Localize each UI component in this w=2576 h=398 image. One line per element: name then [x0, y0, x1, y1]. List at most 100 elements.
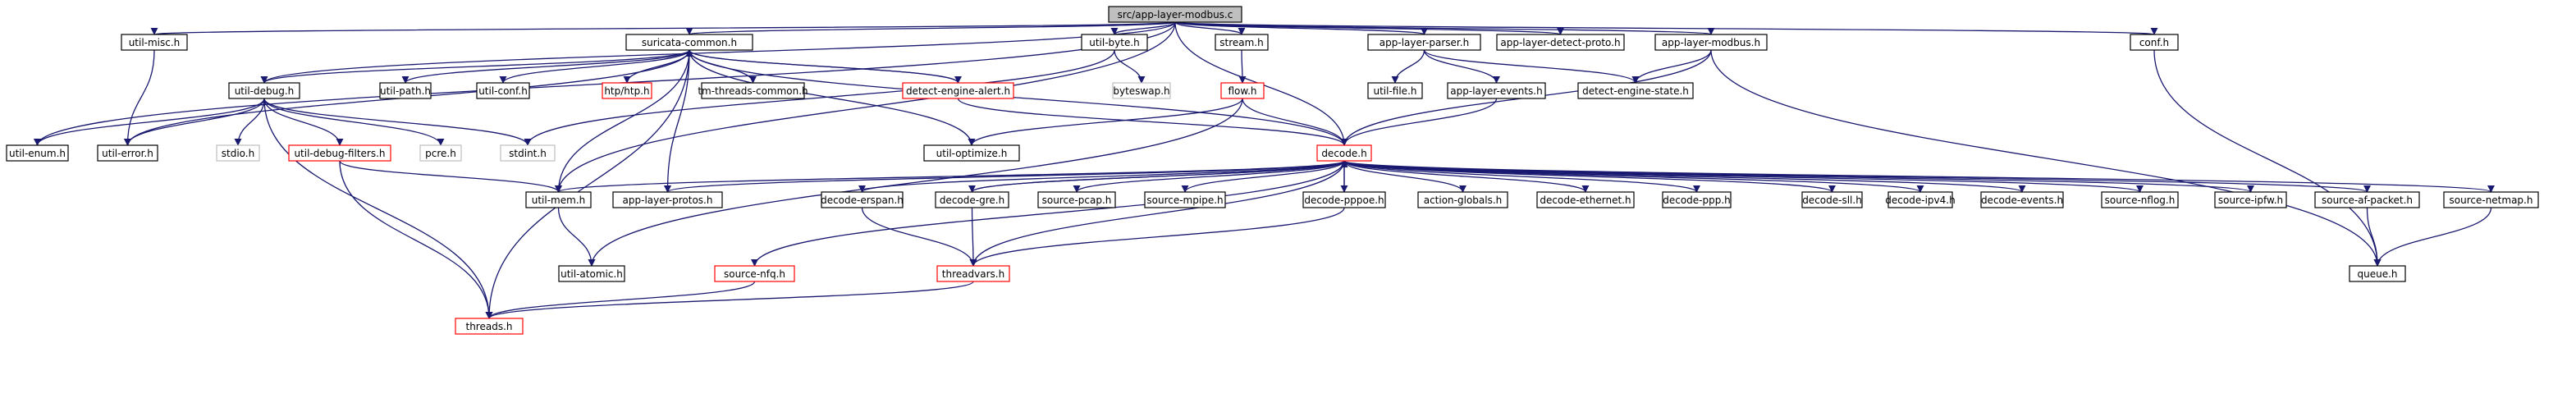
node-source-nflog[interactable]: source-nflog.h: [2101, 191, 2179, 208]
node-source-af-packet[interactable]: source-af-packet.h: [2314, 191, 2420, 208]
node-util-file[interactable]: util-file.h: [1367, 82, 1423, 99]
node-box: [419, 144, 462, 162]
edge-source-nfq-to-threads: [485, 281, 756, 319]
dependency-edges: [34, 21, 2495, 319]
edge-decode-gre-to-threadvars: [969, 207, 977, 267]
edge-app-layer-parser-to-detect-engine-state: [1423, 49, 1640, 84]
edge-root-to-conf: [1174, 21, 2157, 35]
node-label: queue.h: [2357, 268, 2397, 280]
node-label: util-error.h: [102, 148, 153, 159]
node-flow[interactable]: flow.h: [1220, 82, 1265, 99]
node-util-error[interactable]: util-error.h: [97, 144, 158, 162]
node-label: decode-pppoe.h: [1304, 194, 1384, 206]
node-tm-threads-common[interactable]: tm-threads-common.h: [698, 82, 808, 99]
node-app-layer-parser[interactable]: app-layer-parser.h: [1367, 34, 1481, 51]
node-util-debug-filters[interactable]: util-debug-filters.h: [288, 144, 391, 162]
edge-util-mem-to-util-atomic: [557, 207, 596, 267]
edge-util-debug-to-pcre: [263, 98, 445, 146]
node-util-misc[interactable]: util-misc.h: [121, 34, 188, 51]
node-label: action-globals.h: [1424, 194, 1503, 206]
node-source-mpipe[interactable]: source-mpipe.h: [1144, 191, 1226, 208]
node-box: [2214, 191, 2287, 208]
node-box: [936, 265, 1010, 282]
node-app-layer-events[interactable]: app-layer-events.h: [1447, 82, 1546, 99]
node-threadvars[interactable]: threadvars.h: [936, 265, 1010, 282]
node-label: detect-engine-state.h: [1582, 85, 1689, 97]
edge-decode-to-suricata-common: [685, 49, 1345, 146]
edge-decode-to-decode-ipv4: [1343, 160, 1924, 193]
node-decode-gre[interactable]: decode-gre.h: [935, 191, 1009, 208]
edge-app-layer-events-to-decode: [1340, 98, 1498, 146]
node-decode-ppp[interactable]: decode-ppp.h: [1662, 191, 1732, 208]
node-util-atomic[interactable]: util-atomic.h: [558, 265, 625, 282]
node-source-netmap[interactable]: source-netmap.h: [2443, 191, 2539, 208]
node-source-nfq[interactable]: source-nfq.h: [714, 265, 795, 282]
edge-detect-engine-alert-to-suricata-common: [685, 49, 959, 84]
node-util-debug[interactable]: util-debug.h: [228, 82, 300, 99]
node-decode-erspan[interactable]: decode-erspan.h: [821, 191, 904, 208]
node-stream[interactable]: stream.h: [1215, 34, 1269, 51]
node-source-pcap[interactable]: source-pcap.h: [1037, 191, 1116, 208]
node-suricata-common[interactable]: suricata-common.h: [625, 34, 753, 51]
node-util-mem[interactable]: util-mem.h: [525, 191, 592, 208]
node-box: [228, 82, 300, 99]
edge-source-netmap-to-queue: [2373, 207, 2492, 267]
edge-decode-to-source-pcap: [1073, 160, 1345, 193]
node-util-byte[interactable]: util-byte.h: [1081, 34, 1148, 51]
node-source-ipfw[interactable]: source-ipfw.h: [2214, 191, 2287, 208]
node-box: [1108, 6, 1242, 23]
node-label: source-pcap.h: [1042, 194, 1112, 206]
edge-suricata-common-to-util-optimize: [689, 49, 976, 146]
node-queue[interactable]: queue.h: [2349, 265, 2406, 282]
node-box: [1887, 191, 1953, 208]
node-conf[interactable]: conf.h: [2130, 34, 2179, 51]
node-label: byteswap.h: [1113, 85, 1169, 97]
edge-util-byte-to-stdint: [524, 49, 1115, 146]
node-box: [525, 191, 592, 208]
edge-decode-to-action-globals: [1343, 160, 1466, 193]
node-app-layer-detect-proto[interactable]: app-layer-detect-proto.h: [1496, 34, 1625, 51]
edge-conf-to-queue: [2153, 49, 2382, 267]
node-decode-sll[interactable]: decode-sll.h: [1801, 191, 1863, 208]
node-label: conf.h: [2139, 37, 2169, 48]
edge-decode-to-threadvars: [969, 160, 1345, 267]
node-label: decode-ethernet.h: [1540, 194, 1631, 206]
edge-root-to-suricata-common: [686, 21, 1176, 35]
node-util-enum[interactable]: util-enum.h: [6, 144, 69, 162]
node-label: util-enum.h: [9, 148, 66, 159]
node-app-layer-modbus[interactable]: app-layer-modbus.h: [1654, 34, 1768, 51]
node-util-conf[interactable]: util-conf.h: [476, 82, 530, 99]
node-label: htp/htp.h: [604, 85, 649, 97]
node-box: [1215, 34, 1269, 51]
node-util-path[interactable]: util-path.h: [379, 82, 432, 99]
node-threads[interactable]: threads.h: [455, 318, 524, 335]
edge-source-af-packet-to-queue: [2366, 207, 2382, 267]
edge-suricata-common-to-util-debug: [260, 49, 690, 84]
node-box: [121, 34, 188, 51]
edge-root-to-util-byte: [1110, 21, 1176, 35]
node-htp[interactable]: htp/htp.h: [602, 82, 652, 99]
edge-decode-to-source-netmap: [1343, 160, 2495, 193]
edge-util-debug-to-util-enum: [34, 98, 265, 146]
node-decode-ipv4[interactable]: decode-ipv4.h: [1885, 191, 1956, 208]
node-decode-ethernet[interactable]: decode-ethernet.h: [1536, 191, 1635, 208]
edge-flow-to-decode: [1242, 98, 1348, 146]
node-box: [1144, 191, 1226, 208]
node-util-optimize[interactable]: util-optimize.h: [923, 144, 1020, 162]
node-box: [1577, 82, 1694, 99]
node-decode[interactable]: decode.h: [1316, 144, 1372, 162]
node-label: decode-sll.h: [1802, 194, 1862, 206]
node-box: [714, 265, 795, 282]
edge-root-to-util-misc: [151, 21, 1176, 35]
node-action-globals[interactable]: action-globals.h: [1417, 191, 1508, 208]
node-decode-events[interactable]: decode-events.h: [1980, 191, 2064, 208]
node-detect-engine-state[interactable]: detect-engine-state.h: [1577, 82, 1694, 99]
node-label: util-file.h: [1373, 85, 1416, 97]
node-label: app-layer-protos.h: [623, 194, 713, 206]
node-label: util-debug-filters.h: [294, 148, 385, 159]
node-app-layer-protos[interactable]: app-layer-protos.h: [612, 191, 723, 208]
node-decode-pppoe[interactable]: decode-pppoe.h: [1302, 191, 1386, 208]
node-detect-engine-alert[interactable]: detect-engine-alert.h: [902, 82, 1014, 99]
node-box: [1367, 34, 1481, 51]
